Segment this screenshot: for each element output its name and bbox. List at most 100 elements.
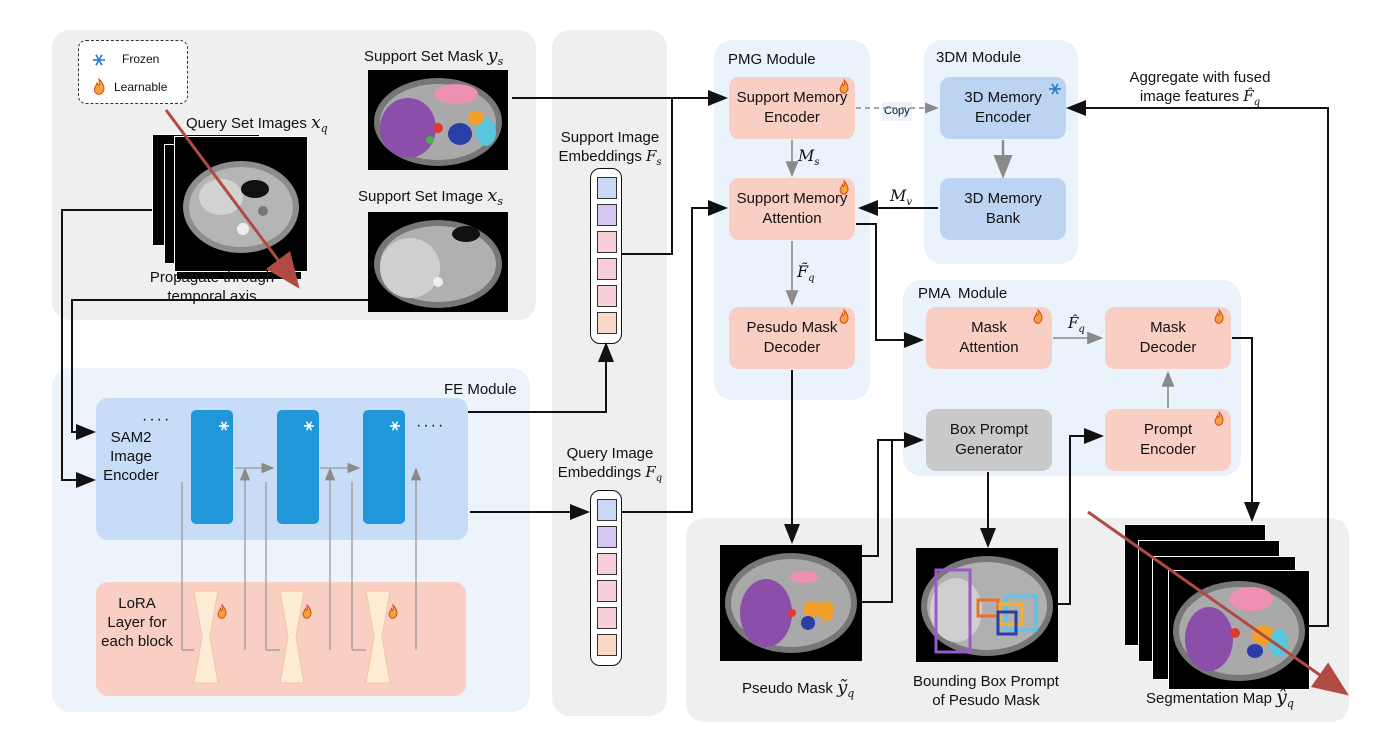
support-embedding-cell [597,231,617,253]
pseudo-mask-subscript: q [847,687,855,700]
ms-label: Ms [798,146,820,172]
bbox-line1: Bounding Box Prompt [913,673,1059,690]
propagate-label: Propagate through temporal axis [132,268,292,306]
lora-layers [193,590,391,684]
legend [78,40,188,104]
legend-icons [93,54,105,95]
propagate-line2: temporal axis [167,288,257,305]
pseudo-mask-text: Pseudo Mask [742,680,833,697]
support-embedding-cell [597,204,617,226]
pmg-module-title: PMG Module [728,51,816,68]
lora-layer-3 [365,590,391,684]
sme-line1: Support Memory [736,89,848,106]
support-embeddings-symbol: F [646,147,657,165]
support-embedding-cell [597,285,617,307]
ms-subscript: s [814,157,820,168]
support-embeddings-line1: Support Image [560,129,660,146]
support-mask-subscript: s [497,55,504,68]
seg-map-subscript: q [1286,697,1294,710]
support-image-text: Support Set Image [358,188,484,205]
legend-frozen-label: Frozen [122,52,160,66]
sam2-line3: Encoder [103,467,159,484]
sme-line2: Encoder [764,109,820,126]
bbox-prompt-image [916,548,1058,662]
support-embedding-vector [590,168,622,344]
support-embeddings-subscript: s [656,157,662,168]
support-mask-text: Support Set Mask [364,48,484,65]
lora-label: LoRA Layer for each block [96,594,178,651]
seg-map-text: Segmentation Map [1146,690,1272,707]
query-embeddings-label: Query Image Embeddings Fq [550,444,670,488]
support-embedding-cell [597,177,617,199]
sam2-encoder-label: SAM2 Image Encoder [98,428,164,485]
pseudo-mask-symbol: ỹ [837,677,848,698]
fq-hat-symbol: F̂ [1068,314,1079,332]
query-embeddings-text: Embeddings [557,464,642,481]
query-embeddings-symbol: F [645,463,656,481]
support-image-subscript: s [497,195,504,208]
lora-line2: Layer for [107,614,167,631]
support-mask-label: Support Set Mask ys [364,46,503,71]
query-embedding-cell [597,526,617,548]
fq-tilde-symbol: F̃ [797,262,809,281]
ms-symbol: M [798,146,815,165]
3dm-module-title: 3DM Module [936,49,1022,66]
fq-tilde-subscript: q [808,273,815,284]
aggregate-line2: image features F̂q [1100,87,1300,112]
3dmb-line1: 3D Memory [964,190,1042,207]
support-image-symbol: x [487,185,498,206]
mv-subscript: v [906,197,913,208]
query-image [174,136,308,272]
support-image [368,212,508,312]
sma-line1: Support Memory [736,190,848,207]
sam2-line1: SAM2 [110,429,152,446]
copy-label: Copy [882,102,912,121]
snowflake-icon [93,54,105,66]
aggregate-text: image features [1139,88,1240,105]
aggregate-line1: Aggregate with fused [1129,69,1271,86]
3dmb-line2: Bank [985,210,1021,227]
support-embeddings-label: Support Image Embeddings Fs [548,128,672,172]
aggregate-subscript: q [1253,97,1261,108]
query-embeddings-subscript: q [655,473,663,484]
md-line2: Decoder [1139,339,1197,356]
seg-map-label: Segmentation Map ŷq [1146,688,1294,713]
pseudo-mask-image [720,545,862,661]
sam2-line2: Image [110,448,152,465]
query-embedding-cell [597,499,617,521]
support-mask-image [368,70,508,170]
query-set-symbol: x [311,113,321,133]
3dme-line1: 3D Memory [964,89,1042,106]
3dme-line2: Encoder [975,109,1031,126]
support-image-label: Support Set Image xs [358,186,503,211]
encoder-block-3 [363,410,405,524]
encoder-block-2 [277,410,319,524]
pseudo-mask-label: Pseudo Mask ỹq [742,678,854,703]
query-embedding-cell [597,634,617,656]
fq-tilde-label: F̃q [797,262,815,288]
encoder-block-1 [191,410,233,524]
fe-dots-left: ···· [142,411,172,428]
sma-line2: Attention [762,210,822,227]
query-set-text: Query Set Images [186,115,307,132]
query-embedding-cell [597,580,617,602]
pmd-line1: Pesudo Mask [746,319,838,336]
lora-layer-1 [193,590,219,684]
fe-module-title: FE Module [444,381,517,398]
fe-dots-right: ···· [416,417,446,434]
aggregate-label: Aggregate with fused image features F̂q [1100,68,1300,112]
lora-layer-2 [279,590,305,684]
bbox-prompt-label: Bounding Box Prompt of Pesudo Mask [896,672,1076,710]
legend-learnable-label: Learnable [114,80,168,94]
propagate-line1: Propagate through [149,269,275,286]
seg-map-symbol: ŷ [1276,686,1287,708]
ma-line2: Attention [959,339,1019,356]
bbox-line2: of Pesudo Mask [932,692,1040,709]
